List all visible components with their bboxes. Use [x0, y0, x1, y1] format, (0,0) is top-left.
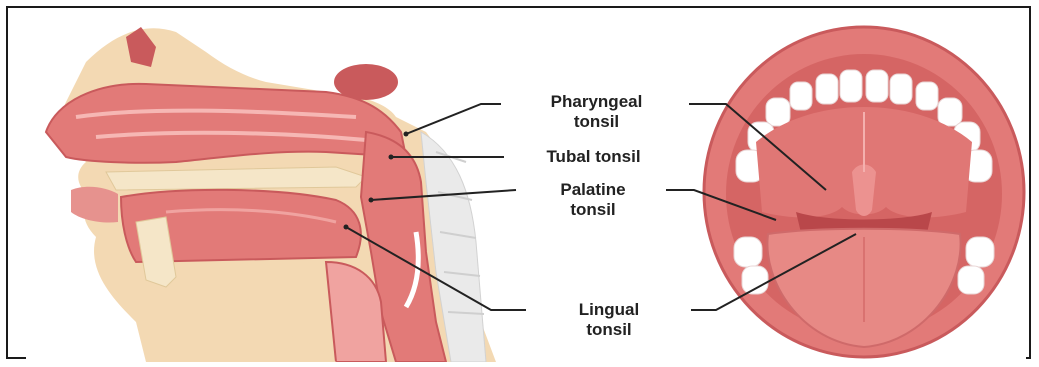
figure-frame: Pharyngeal tonsil Tubal tonsil Palatine … — [6, 6, 1031, 359]
pharyngeal-line-left — [406, 104, 501, 134]
figure-canvas: Pharyngeal tonsil Tubal tonsil Palatine … — [26, 22, 1026, 362]
label-lingual-line2: tonsil — [528, 320, 690, 340]
label-pharyngeal-line1: Pharyngeal — [504, 92, 689, 112]
label-palatine-line1: Palatine — [518, 180, 668, 200]
label-pharyngeal-line2: tonsil — [504, 112, 689, 132]
pharyngeal-line-right — [689, 104, 826, 190]
label-tubal-tonsil: Tubal tonsil — [506, 147, 681, 167]
palatine-line-left — [371, 190, 516, 200]
label-palatine-tonsil: Palatine tonsil — [518, 180, 668, 220]
label-pharyngeal-tonsil: Pharyngeal tonsil — [504, 92, 689, 132]
lingual-line-left — [346, 227, 526, 310]
label-lingual-line1: Lingual — [528, 300, 690, 320]
lingual-line-right — [691, 234, 856, 310]
palatine-line-right — [666, 190, 776, 220]
label-palatine-line2: tonsil — [518, 200, 668, 220]
label-lingual-tonsil: Lingual tonsil — [528, 300, 690, 340]
